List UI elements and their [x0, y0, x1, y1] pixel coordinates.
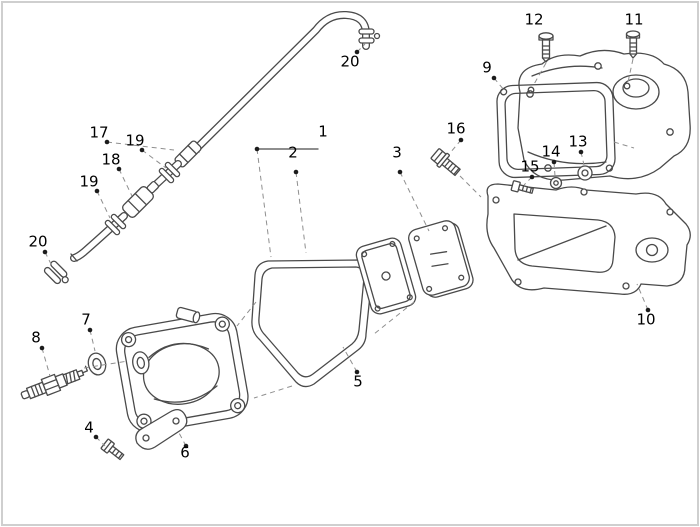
screw-12 — [538, 32, 554, 63]
pipe-clamp-top — [358, 28, 381, 44]
outer-plate — [408, 220, 474, 298]
part-label-8[interactable]: 8 — [31, 328, 41, 347]
inner-plate — [355, 237, 417, 315]
leader-dots — [39, 49, 651, 449]
part-label-12[interactable]: 12 — [524, 10, 544, 29]
part-label-5[interactable]: 5 — [353, 372, 363, 391]
cover-spigot — [175, 306, 201, 324]
part-label-18[interactable]: 18 — [101, 150, 121, 169]
part-label-2[interactable]: 2 — [288, 143, 298, 162]
bolt-15 — [510, 180, 534, 194]
leader-lines — [41, 43, 649, 447]
screw-11 — [625, 30, 641, 59]
part-label-14[interactable]: 14 — [541, 142, 561, 161]
screw-4 — [100, 438, 125, 461]
oil-cap — [612, 74, 660, 110]
part-label-7[interactable]: 7 — [81, 310, 91, 329]
seal-ring — [87, 352, 107, 376]
part-label-11[interactable]: 11 — [624, 10, 644, 29]
part-label-17[interactable]: 17 — [89, 123, 109, 142]
part-label-10[interactable]: 10 — [636, 310, 656, 329]
washer-14 — [549, 176, 563, 190]
hose-clamp-upper — [158, 161, 181, 184]
grommet-13 — [577, 165, 593, 181]
part-label-9[interactable]: 9 — [482, 58, 492, 77]
part-label-13[interactable]: 13 — [568, 132, 588, 151]
part-label-6[interactable]: 6 — [180, 443, 190, 462]
part-label-3[interactable]: 3 — [392, 143, 402, 162]
part-label-15[interactable]: 15 — [520, 157, 540, 176]
part-label-4[interactable]: 4 — [84, 418, 94, 437]
part-label-16[interactable]: 16 — [446, 119, 466, 138]
head-cover — [115, 306, 249, 433]
hose-clamp-detached — [43, 260, 69, 285]
part-label-19-lower[interactable]: 19 — [79, 172, 99, 191]
hose-clamp-lower — [104, 213, 127, 236]
bracket — [135, 408, 188, 450]
spark-plug — [20, 365, 89, 400]
cover-frame — [496, 81, 616, 179]
part-label-1[interactable]: 1 — [318, 122, 328, 141]
part-label-19-upper[interactable]: 19 — [125, 131, 145, 150]
part-label-20-top[interactable]: 20 — [340, 52, 360, 71]
screw-16 — [430, 148, 461, 177]
part-label-20-left[interactable]: 20 — [28, 232, 48, 251]
spark-plug-tube — [132, 351, 150, 375]
lower-housing — [486, 183, 691, 295]
